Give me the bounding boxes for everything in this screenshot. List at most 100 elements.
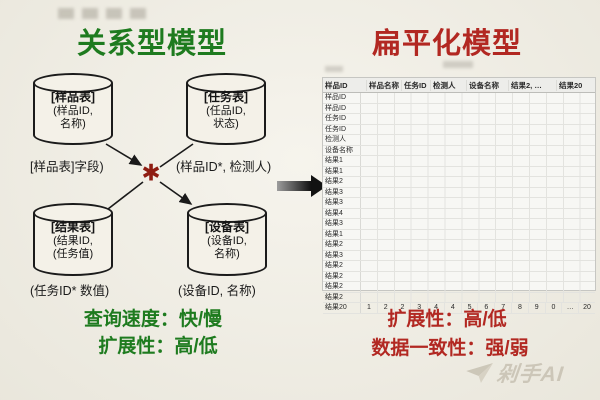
row-label: 结果3 [323,187,361,197]
table-name: [任务表] [204,90,248,104]
watermark-smudge-top [58,8,154,19]
row-label: 结果20 [323,303,361,313]
number-cell: 2 [378,303,395,313]
number-cell: 20 [583,304,591,311]
table-fields-line2: 状态) [213,118,239,131]
row-cells [361,177,595,187]
row-label: 结果2 [323,292,361,302]
table-row: 检测人 [323,135,595,146]
table-row: 结果1 [323,166,595,177]
edge-join-to-device [159,181,193,205]
table-fields-line1: (任品ID, [206,104,246,117]
metric-query-speed: 查询速度：快/慢 [83,309,223,330]
row-cells [361,240,595,250]
table-header-row: 样品ID 样品名称 任务ID 检测人 设备名称 结果2, … 结果20 [323,78,595,93]
row-cells [361,198,595,208]
paper-plane-icon [466,363,494,383]
header-cell: 样品ID [323,79,367,91]
table-fields-line1: (样品ID, [53,104,93,117]
edge-sample-to-join [105,143,143,166]
number-cell: 2 [395,303,412,313]
row-cells [361,93,595,103]
number-cell: 7 [495,303,513,313]
row-cells [361,250,595,260]
number-cell: 3 [411,303,429,313]
metric-data-consistency: 数据一致性：强/弱 [371,338,529,359]
left-panel-title: 关系型模型 [76,28,228,60]
row-label: 结果3 [323,250,361,260]
row-label: 结果2 [323,177,361,187]
row-cells [361,114,595,124]
row-label: 样品ID [323,103,361,113]
metric-extensibility-left: 扩展性：高/低 [98,336,218,357]
row-label: 结果1 [323,229,361,239]
number-cell: 5 [462,303,479,313]
row-label: 任务ID [323,124,361,134]
row-label: 任务ID [323,114,361,124]
table-fields-line1: (设备ID, [207,234,247,247]
header-cell: 结果20 [559,80,583,90]
table-row: 结果2 [323,282,595,293]
cylinder-text: [样品表] (样品ID, 名称) [33,90,113,131]
table-name: [结果表] [51,220,95,234]
row-label: 结果2 [323,271,361,281]
table-row: 样品ID [323,103,595,114]
number-cell: 1 [361,303,378,313]
cylinder-text: [设备表] (设备ID, 名称) [187,220,267,261]
table-row: 结果4 [323,208,595,219]
table-row: 结果2 [323,261,595,272]
table-row: 结果2 [323,292,595,303]
cylinder-top [33,73,113,93]
row-cells [361,156,595,166]
transform-arrow [277,175,327,197]
cylinder-top [33,203,113,223]
faint-mark-center [443,61,473,68]
table-fields-line1: (结果ID, [53,234,93,247]
row-label: 结果2 [323,240,361,250]
row-cells [361,208,595,218]
flat-table: 样品ID 样品名称 任务ID 检测人 设备名称 结果2, … 结果20 样品ID… [322,77,596,314]
row-cells [361,271,595,281]
row-cells [361,103,595,113]
table-row: 结果3 [323,219,595,230]
table-row: 结果3 [323,250,595,261]
table-fields-line2: (任务值) [52,248,94,261]
edge-label-device-id-name: (设备ID, 名称) [178,284,256,298]
edge-label-sample-fields: [样品表]字段) [30,160,104,174]
join-asterisk: ✱ [141,159,161,186]
number-cell: … [562,303,580,313]
row-label: 结果3 [323,219,361,229]
table-row: 任务ID [323,114,595,125]
row-cells [361,187,595,197]
cylinder-result-table: [结果表] (结果ID, (任务值) [33,203,113,276]
table-row: 结果1 [323,156,595,167]
header-cell: 样品名称 [367,79,402,91]
watermark-text: 剁手AI [495,363,566,386]
table-row: 样品ID [323,93,595,104]
cylinder-task-table: [任务表] (任品ID, 状态) [186,73,266,145]
edge-label-task-id-value: (任务ID* 数值) [30,284,110,298]
cylinder-sample-table: [样品表] (样品ID, 名称) [33,73,113,145]
row-cells [361,145,595,155]
header-cell: 设备名称 [467,79,509,91]
row-label: 结果2 [323,261,361,271]
number-cell: 9 [529,303,546,313]
row-cells [361,166,595,176]
row-label: 结果4 [323,208,361,218]
arrow-shaft [277,181,311,191]
cylinder-text: [结果表] (结果ID, (任务值) [33,220,113,261]
row-label: 设备名称 [323,145,361,155]
row-cells [361,219,595,229]
number-cell: 6 [478,303,496,313]
row-cells [361,124,595,134]
cylinder-top [186,73,266,93]
table-row: 结果1 [323,229,595,240]
table-name: [设备表] [205,220,249,234]
number-cell: 4 [445,303,462,313]
edge-join-to-result [107,181,144,210]
cylinder-device-table: [设备表] (设备ID, 名称) [187,203,267,276]
table-name: [样品表] [51,90,95,104]
corner-watermark: 剁手AI [463,358,565,388]
right-panel-title: 扁平化模型 [371,28,523,60]
